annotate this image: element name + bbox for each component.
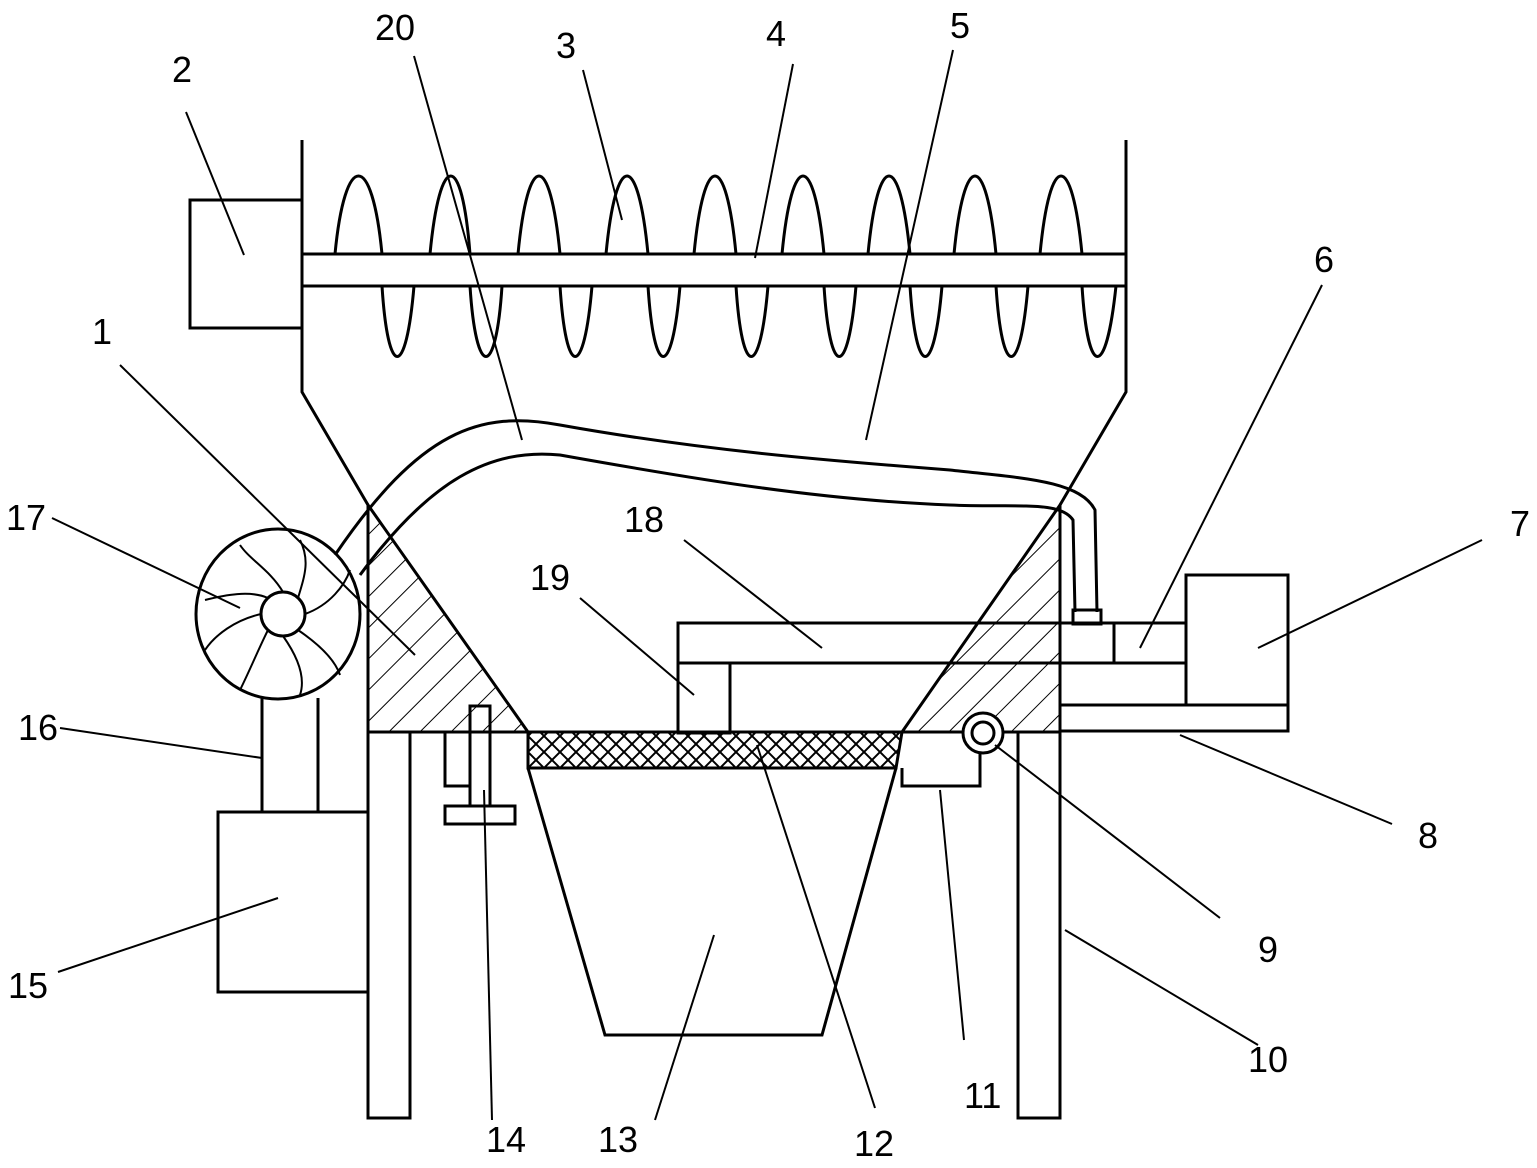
callout-labels: 2 3 4 5 20 1 6 7 8 9 10 11 12 13 14 15 1…	[6, 5, 1530, 1164]
fan-17	[194, 527, 362, 701]
label-9: 9	[1258, 929, 1278, 970]
screen-mesh-12	[526, 730, 904, 770]
support-plate-8	[1058, 703, 1290, 733]
screw-shaft	[302, 252, 1126, 288]
label-16: 16	[18, 707, 58, 748]
label-15: 15	[8, 965, 48, 1006]
label-11: 11	[964, 1075, 1001, 1116]
label-20: 20	[375, 7, 415, 48]
duct-16	[260, 698, 320, 812]
hopper	[300, 140, 1128, 506]
label-7: 7	[1510, 503, 1530, 544]
hinge-9	[961, 711, 1005, 755]
label-8: 8	[1418, 815, 1438, 856]
bracket-11	[900, 752, 982, 788]
blower-box-15	[216, 810, 370, 994]
collector-13	[526, 767, 898, 1037]
label-13: 13	[598, 1119, 638, 1160]
label-1: 1	[92, 311, 112, 352]
motor-2	[188, 198, 304, 330]
hatched-block-right	[899, 500, 1062, 734]
label-5: 5	[950, 5, 970, 46]
label-14: 14	[486, 1119, 526, 1160]
label-19: 19	[530, 557, 570, 598]
pipe-20	[333, 419, 1103, 626]
label-17: 17	[6, 497, 46, 538]
leader-lines	[51, 49, 1483, 1121]
label-4: 4	[766, 13, 786, 54]
screw-blade	[333, 174, 1118, 358]
label-12: 12	[854, 1123, 894, 1164]
hatched-block-left	[366, 500, 531, 734]
label-10: 10	[1248, 1039, 1288, 1080]
support-legs	[366, 730, 1062, 1120]
label-2: 2	[172, 49, 192, 90]
label-18: 18	[624, 499, 664, 540]
label-3: 3	[556, 25, 576, 66]
scraper-19	[676, 661, 732, 735]
bolt-14	[443, 704, 517, 826]
label-6: 6	[1314, 239, 1334, 280]
